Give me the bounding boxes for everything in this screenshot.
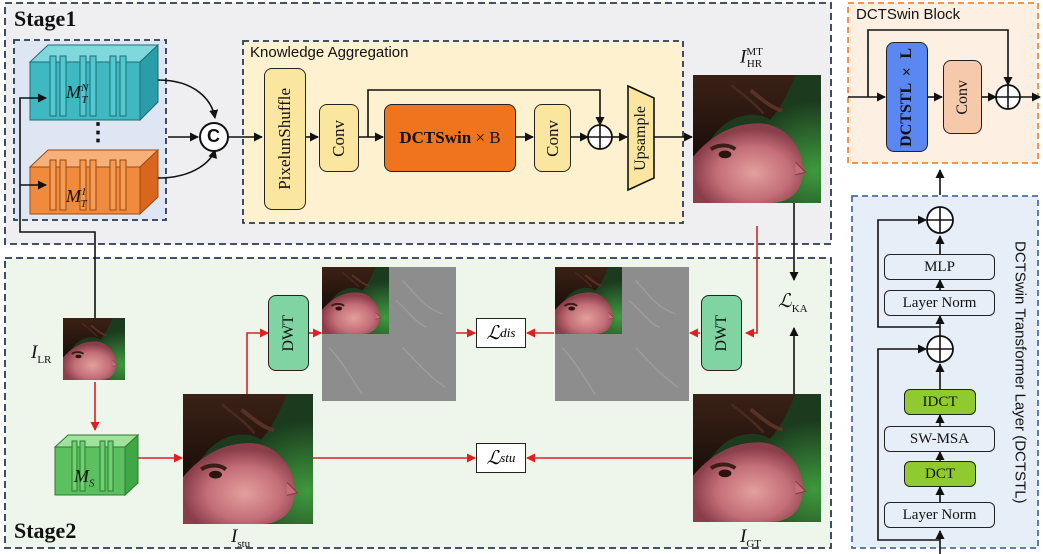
mlp-block: MLP [884,254,995,280]
loss-ka: ℒKA [778,291,808,315]
dctswin-repeat-label: × B [471,128,501,147]
dctswin-block: DCTSwin × B [384,104,516,172]
wavelet-stu-image [322,267,456,401]
pixelunshuffle-label: PixelunShuffle [275,88,294,190]
dctswin-block-title: DCTSwin Block [856,6,961,23]
dctstl-block: DCTSTL × L [886,42,928,152]
dwt-label-left: DWT [279,314,297,352]
student-label: MS [74,466,95,490]
stu-label: Istu [231,526,251,550]
conv-block-1: Conv [319,104,359,172]
teacher-bottom-label: M1T [66,186,87,210]
idct-block: IDCT [904,389,976,415]
hr-mt-label: IMTHR [740,46,763,71]
transformer-layer-region [851,195,1039,549]
dwt-block-left: DWT [268,295,309,371]
dctstl-label: DCTSTL × L [898,47,915,147]
teacher-model-top [28,43,160,122]
pixelunshuffle-block: PixelunShuffle [264,68,306,210]
dwt-label-right: DWT [712,314,730,352]
stage1-title: Stage1 [14,6,77,31]
layer-norm-top: Layer Norm [884,290,995,316]
layer-norm-bottom: Layer Norm [884,502,995,528]
stage2-title: Stage2 [14,518,77,543]
transformer-layer-title: DCTSwin Transformer Layer (DCTSTL) [1011,240,1029,504]
upsample-label-wrap: Upsample [628,98,654,178]
block-conv-label: Conv [953,79,971,115]
teacher-model-bottom [28,148,160,216]
stu-image [183,394,313,524]
gt-label: IGT [740,526,761,550]
hr-mt-image [693,75,821,203]
teacher-ellipsis: ⋮ [86,119,110,146]
lr-image [63,318,125,380]
lr-label: ILR [31,342,52,366]
block-conv: Conv [943,60,982,134]
upsample-block [627,84,655,192]
gt-image [693,394,821,522]
wavelet-mt-image [555,267,689,401]
transformer-layer-title-wrap: DCTSwin Transformer Layer (DCTSTL) [1008,200,1032,544]
conv-block-2: Conv [534,104,571,172]
knowledge-aggregation-title: Knowledge Aggregation [250,44,409,61]
swmsa-block: SW-MSA [884,426,995,452]
conv-label-1: Conv [329,119,348,157]
conv-label-2: Conv [542,119,562,157]
dctswin-label: DCTSwin [399,128,472,147]
student-model [53,433,140,497]
dwt-block-right: DWT [701,295,742,371]
upsample-label: Upsample [632,105,649,171]
concat-label: C [207,126,220,146]
dct-block: DCT [904,461,976,487]
teacher-top-label: MNT [66,82,89,106]
